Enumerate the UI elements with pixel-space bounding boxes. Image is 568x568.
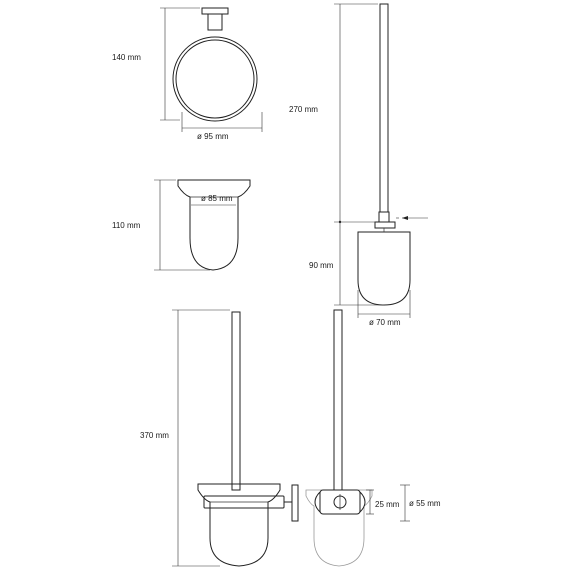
assembly-height-label: 370 mm: [140, 431, 169, 440]
brush-collar-base: [374, 221, 396, 229]
handle-length-label: 270 mm: [289, 105, 318, 114]
holder-stem: [207, 13, 223, 31]
cup-height-label: 110 mm: [112, 221, 141, 230]
head-diameter-label: ø 70 mm: [369, 318, 401, 327]
holder-wall-mount: [201, 7, 229, 15]
cup-diameter-label: ø 85 mm: [201, 194, 233, 203]
plate-diameter-label: ø 55 mm: [409, 499, 441, 508]
holder-width-label: ø 95 mm: [197, 132, 229, 141]
plate-depth-label: 25 mm: [375, 500, 400, 509]
front-holder-plate: [319, 489, 361, 515]
assembly-side-view: 370 mm: [140, 309, 299, 567]
cup-outline: [177, 179, 251, 271]
holder-ring-inner: [175, 39, 255, 119]
brush-head: [357, 231, 411, 306]
assembly-wall-plate: [291, 484, 299, 522]
front-cup-outline: [305, 489, 373, 567]
holder-height-label: 140 mm: [112, 53, 141, 62]
glass-cup-view: ø 85 mm 110 mm: [112, 179, 251, 271]
holder-ring-outer: [172, 36, 258, 122]
arrow-icon: [402, 216, 408, 220]
assembly-cup: [197, 483, 281, 567]
ring-holder-view: 140 mm ø 95 mm: [112, 7, 263, 141]
toilet-brush-view: 270 mm 90 mm ø 70 mm: [289, 3, 428, 327]
front-ring-left: [314, 491, 321, 513]
front-ring-right: [359, 491, 366, 513]
assembly-front-view: 25 mm ø 55 mm: [305, 309, 441, 567]
head-length-label: 90 mm: [309, 261, 334, 270]
assembly-handle: [231, 311, 241, 491]
brush-collar: [378, 211, 390, 223]
brush-handle: [379, 3, 389, 213]
front-handle: [333, 309, 343, 491]
